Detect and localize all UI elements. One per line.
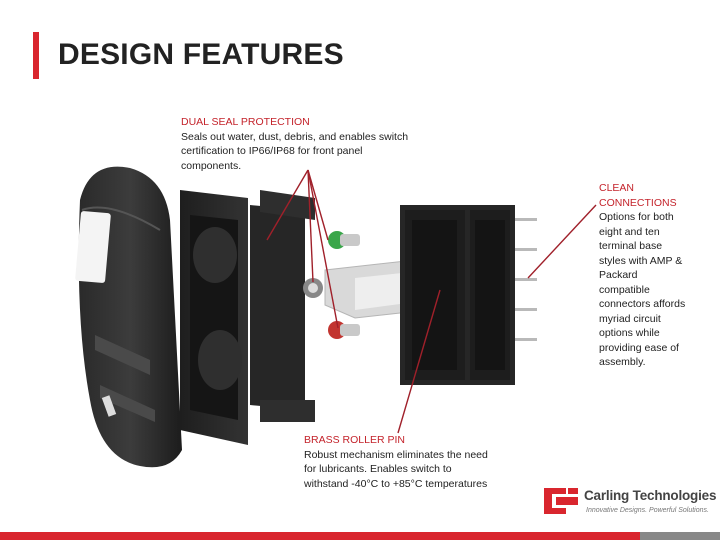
carling-logo-mark-icon	[544, 488, 578, 514]
carling-logo: Carling Technologies Innovative Designs.…	[542, 484, 717, 522]
callout-brass-roller-text: Robust mechanism eliminates the need for…	[304, 448, 488, 490]
footer-accent-bar	[0, 532, 640, 540]
callout-clean-connections: CLEAN CONNECTIONS Options for both eight…	[599, 181, 691, 370]
callout-clean-connections-heading: CLEAN CONNECTIONS	[599, 182, 677, 209]
logo-company-name: Carling Technologies	[584, 488, 717, 503]
rocker-switch-illustration	[75, 166, 537, 468]
callout-dual-seal-text: Seals out water, dust, debris, and enabl…	[181, 130, 409, 172]
callout-clean-connections-text: Options for both eight and ten terminal …	[599, 211, 686, 368]
callout-dual-seal: DUAL SEAL PROTECTION Seals out water, du…	[181, 115, 421, 173]
callout-brass-roller-heading: BRASS ROLLER PIN	[304, 434, 405, 446]
title-accent-bar	[33, 32, 39, 79]
logo-tagline: Innovative Designs. Powerful Solutions.	[586, 507, 709, 514]
callout-dual-seal-heading: DUAL SEAL PROTECTION	[181, 116, 310, 128]
footer-gray-bar	[640, 532, 720, 540]
callout-brass-roller: BRASS ROLLER PIN Robust mechanism elimin…	[304, 433, 489, 491]
page-title: DESIGN FEATURES	[58, 38, 344, 71]
